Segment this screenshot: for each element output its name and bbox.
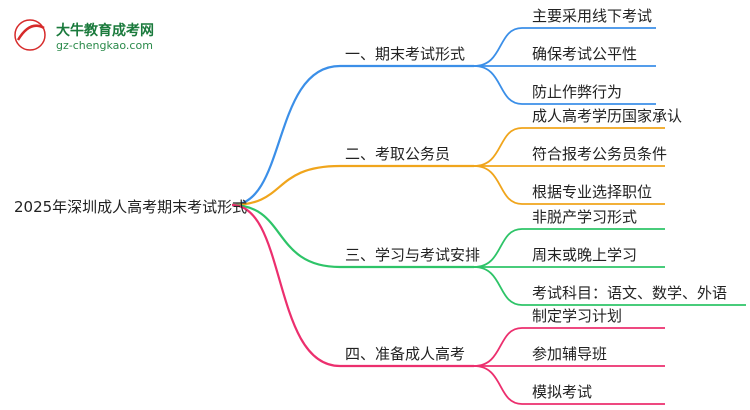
leaf-label: 模拟考试 bbox=[532, 383, 593, 401]
leaf-label: 制定学习计划 bbox=[532, 307, 623, 325]
brand-url: gz-chengkao.com bbox=[56, 39, 153, 52]
leaf-connector bbox=[473, 165, 523, 205]
brand-logo: 大牛教育成考网 gz-chengkao.com bbox=[14, 18, 174, 58]
leaf-label: 防止作弊行为 bbox=[532, 83, 623, 101]
underlines bbox=[340, 27, 746, 405]
branch-connector bbox=[231, 203, 341, 368]
leaf-label: 根据专业选择职位 bbox=[532, 183, 653, 201]
root-node: 2025年深圳成人高考期末考试形式 bbox=[14, 198, 248, 216]
leaf-label: 考试科目：语文、数学、外语 bbox=[532, 284, 728, 302]
branch-label: 二、考取公务员 bbox=[345, 145, 451, 163]
leaf-label: 参加辅导班 bbox=[532, 345, 608, 363]
leaf-connector bbox=[473, 127, 523, 167]
leaf-label: 周末或晚上学习 bbox=[532, 246, 638, 264]
leaf-label: 主要采用线下考试 bbox=[532, 7, 653, 25]
branch-connector bbox=[231, 203, 341, 269]
branch-label: 一、期末考试形式 bbox=[345, 45, 466, 63]
branch-connector bbox=[231, 64, 341, 207]
leaf-connector bbox=[473, 228, 523, 268]
logo-circle-icon bbox=[14, 19, 46, 51]
branch-label: 三、学习与考试安排 bbox=[345, 246, 481, 264]
leaf-label: 非脱产学习形式 bbox=[532, 208, 638, 226]
brand-name: 大牛教育成考网 bbox=[56, 23, 154, 39]
leaf-connector bbox=[473, 266, 523, 306]
leaf-connector bbox=[473, 365, 523, 405]
leaf-connector bbox=[473, 65, 523, 105]
leaf-label: 确保考试公平性 bbox=[532, 45, 638, 63]
leaf-connector bbox=[473, 327, 523, 367]
leaf-label: 符合报考公务员条件 bbox=[532, 145, 668, 163]
branch-connector bbox=[231, 164, 341, 207]
leaf-label: 成人高考学历国家承认 bbox=[532, 107, 683, 125]
branch-label: 四、准备成人高考 bbox=[345, 345, 466, 363]
logo-swoosh-icon bbox=[16, 24, 45, 41]
connectors bbox=[231, 27, 523, 405]
leaf-connector bbox=[473, 27, 523, 67]
logo-mark bbox=[14, 19, 46, 51]
